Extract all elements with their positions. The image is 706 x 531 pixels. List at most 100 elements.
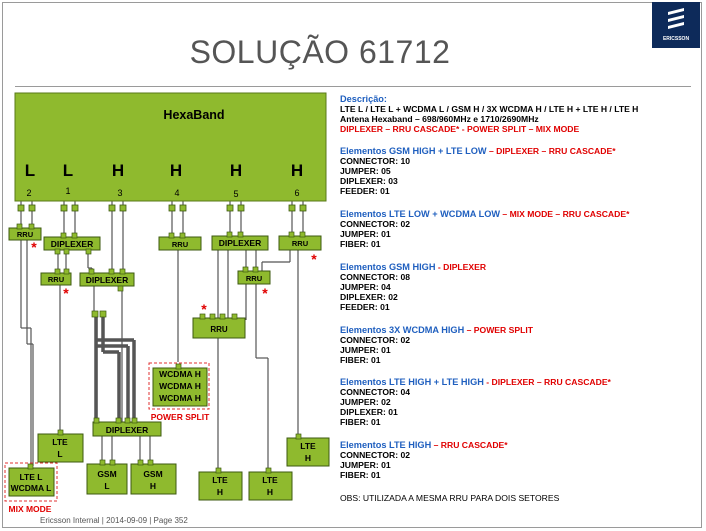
section-2-item: CONNECTOR: 02 [340, 219, 411, 229]
section-2-item: JUMPER: 01 [340, 229, 391, 239]
description-line-2: Antena Hexaband – 698/960MHz e 1710/2690… [340, 114, 539, 124]
svg-text:LTE: LTE [52, 437, 68, 447]
ericsson-logo: ERICSSON [652, 2, 700, 48]
gsm-h-box: GSM H [130, 463, 177, 495]
svg-text:LTE L: LTE L [20, 472, 43, 482]
lte-l-box: LTE L [37, 433, 84, 463]
section-4-item: FIBER: 01 [340, 355, 381, 365]
section-5-item: DIPLEXER: 01 [340, 407, 398, 417]
section-5-title: Elementos LTE HIGH + LTE HIGH [340, 377, 484, 387]
diplexer-1: DIPLEXER [43, 236, 101, 251]
svg-text:GSM: GSM [97, 469, 116, 479]
port-band-2: L [63, 161, 73, 180]
section-3-item: JUMPER: 04 [340, 282, 391, 292]
port-band-6: H [291, 161, 303, 180]
diplexer-3: DIPLEXER [211, 235, 269, 251]
svg-text:WCDMA H: WCDMA H [159, 381, 201, 391]
title-divider [15, 86, 691, 87]
svg-text:DIPLEXER: DIPLEXER [219, 238, 262, 248]
port-num-3: 3 [117, 188, 122, 198]
section-4: Elementos 3X WCDMA HIGH – POWER SPLIT CO… [340, 325, 700, 365]
svg-text:H: H [267, 487, 273, 497]
section-1-item: JUMPER: 05 [340, 166, 391, 176]
svg-text:LTE: LTE [262, 475, 278, 485]
section-4-title: Elementos 3X WCDMA HIGH [340, 325, 465, 335]
port-num-1: 2 [26, 188, 31, 198]
svg-text:H: H [305, 453, 311, 463]
rru-cascade-5: RRU [237, 270, 271, 285]
svg-text:DIPLEXER: DIPLEXER [51, 239, 94, 249]
svg-text:RRU: RRU [246, 274, 262, 283]
section-2-item: FIBER: 01 [340, 239, 381, 249]
port-num-2: 1 [65, 186, 70, 196]
section-2-type: MIX MODE – RRU CASCADE* [509, 209, 630, 219]
cascade-star-5: * [262, 285, 268, 301]
section-3-item: FEEDER: 01 [340, 302, 390, 312]
svg-text:RRU: RRU [48, 275, 64, 284]
section-3-title: Elementos GSM HIGH [340, 262, 436, 272]
cascade-star-4: * [201, 301, 207, 317]
box-connectors [16, 223, 306, 474]
section-1-item: DIPLEXER: 03 [340, 176, 398, 186]
rru-center: RRU [192, 317, 246, 339]
svg-text:RRU: RRU [17, 230, 33, 239]
rru-port6: RRU [278, 235, 322, 251]
section-6-type: RRU CASCADE* [440, 440, 508, 450]
obs-note: OBS: UTILIZADA A MESMA RRU PARA DOIS SET… [340, 493, 560, 503]
diplexer-2: DIPLEXER [79, 272, 135, 287]
ericsson-logo-icon [668, 8, 684, 29]
cascade-star-3: * [311, 251, 317, 267]
port-num-4: 4 [174, 188, 179, 198]
section-3-type: DIPLEXER [443, 262, 487, 272]
svg-text:LTE: LTE [300, 441, 316, 451]
svg-text:L: L [104, 481, 109, 491]
section-5-type: DIPLEXER – RRU CASCADE* [491, 377, 611, 387]
lte-h-box-2: LTE H [248, 471, 293, 501]
section-6-title: Elementos LTE HIGH [340, 440, 432, 450]
section-5-item: FIBER: 01 [340, 417, 381, 427]
section-1-title: Elementos GSM HIGH + LTE LOW [340, 146, 487, 156]
section-3-item: CONNECTOR: 08 [340, 272, 411, 282]
diplexer-4: DIPLEXER [92, 421, 162, 437]
section-5-item: CONNECTOR: 04 [340, 387, 411, 397]
wcdma-h-box: WCDMA H WCDMA H WCDMA H [152, 367, 208, 407]
section-1-item: CONNECTOR: 10 [340, 156, 411, 166]
section-3-item: DIPLEXER: 02 [340, 292, 398, 302]
svg-text:WCDMA L: WCDMA L [11, 483, 52, 493]
section-2-title: Elementos LTE LOW + WCDMA LOW [340, 209, 501, 219]
svg-text:RRU: RRU [172, 240, 188, 249]
dashed-outlines [4, 362, 210, 502]
svg-text:H: H [217, 487, 223, 497]
port-num-5: 5 [233, 189, 238, 199]
rru-port2: RRU [8, 227, 42, 241]
section-1-item: FEEDER: 01 [340, 186, 390, 196]
port-num-6: 6 [294, 188, 299, 198]
section-1: Elementos GSM HIGH + LTE LOW – DIPLEXER … [340, 146, 700, 196]
hexaband-antenna: HexaBand L L H H H H 2 1 3 4 5 6 [14, 92, 327, 202]
port-band-5: H [230, 161, 242, 180]
port-band-1: L [25, 161, 35, 180]
section-5: Elementos LTE HIGH + LTE HIGH - DIPLEXER… [340, 377, 700, 427]
description-heading: Descrição: [340, 94, 387, 104]
svg-text:WCDMA H: WCDMA H [159, 393, 201, 403]
section-4-item: JUMPER: 01 [340, 345, 391, 355]
svg-text:RRU: RRU [292, 239, 308, 248]
rru-port4: RRU [158, 236, 202, 251]
svg-text:DIPLEXER: DIPLEXER [86, 275, 129, 285]
section-4-item: CONNECTOR: 02 [340, 335, 411, 345]
section-6-item: FIBER: 01 [340, 470, 381, 480]
description-line-3: DIPLEXER – RRU CASCADE* - POWER SPLIT – … [340, 124, 580, 134]
section-6-item: JUMPER: 01 [340, 460, 391, 470]
svg-text:L: L [57, 449, 62, 459]
logo-text: ERICSSON [662, 36, 690, 42]
footer: Ericsson Internal | 2014-09-09 | Page 35… [40, 516, 188, 525]
antenna-diagram: HexaBand L L H H H H 2 1 3 4 5 6 RRU [4, 92, 330, 514]
lte-h-box-3: LTE H [286, 437, 330, 467]
cascade-star-2: * [63, 285, 69, 301]
section-6-item: CONNECTOR: 02 [340, 450, 411, 460]
svg-text:DIPLEXER: DIPLEXER [106, 425, 149, 435]
svg-text:WCDMA H: WCDMA H [159, 369, 201, 379]
power-split-label: POWER SPLIT [151, 412, 210, 422]
hexaband-body [14, 92, 327, 202]
port-band-4: H [170, 161, 182, 180]
